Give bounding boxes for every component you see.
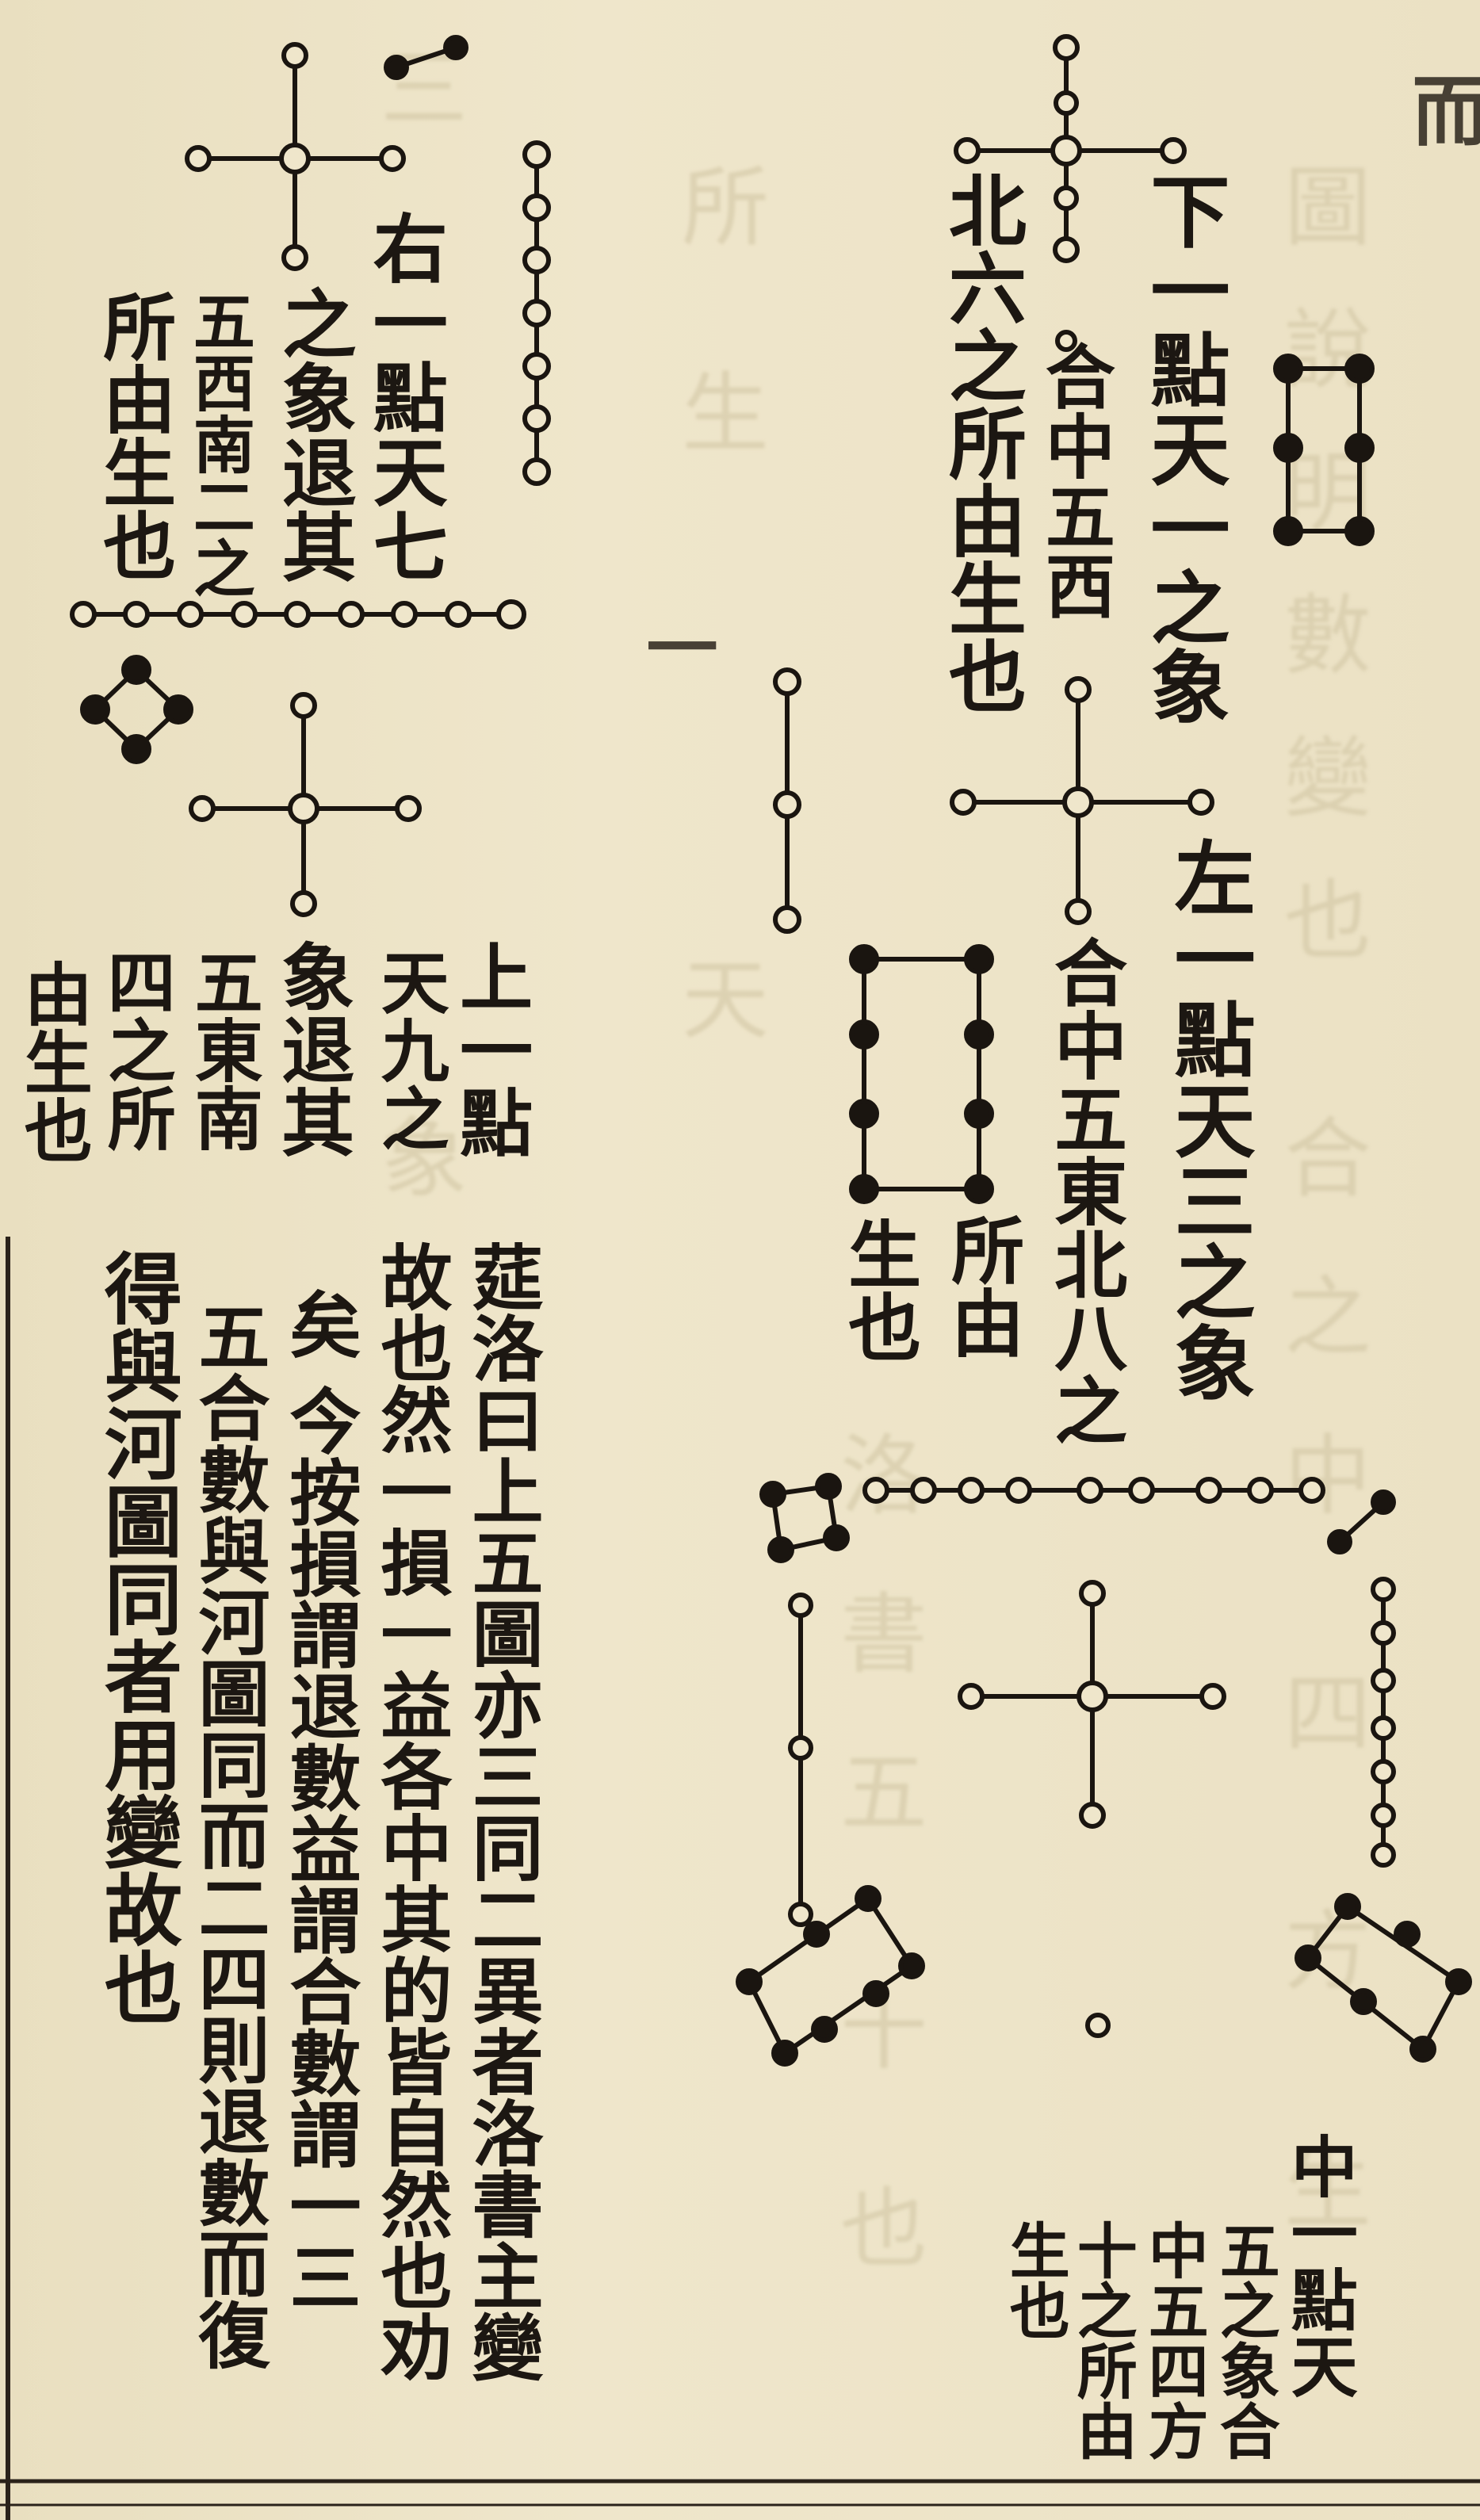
- three-circle-chain-left-border: [788, 1593, 813, 1927]
- svg-text:書: 書: [840, 1584, 927, 1685]
- seven-circle-chain-right-border: [1371, 1577, 1396, 1868]
- four-black-dot-diamond: [80, 655, 193, 764]
- svg-text:說: 說: [1284, 300, 1371, 401]
- svg-text:天: 天: [682, 950, 769, 1051]
- cross-diagram-north-east: [954, 34, 1187, 352]
- svg-text:也: 也: [1284, 870, 1371, 972]
- commentary-col3: 矣 今按損謂退數益謂合數謂一三: [277, 1288, 361, 2312]
- seven-circle-chain-left: [522, 140, 551, 486]
- caption-center-point-col2: 五之象合: [1209, 2220, 1280, 2461]
- caption-upper-point-col2: 天九之: [369, 947, 449, 1152]
- caption-right-point-col2: 之象退其: [269, 285, 357, 583]
- caption-lower-point-col3: 北六之所由生也: [935, 170, 1027, 714]
- svg-text:生: 生: [1284, 2139, 1371, 2240]
- svg-text:所: 所: [682, 157, 769, 258]
- svg-text:數: 數: [1284, 585, 1371, 686]
- black-dot-pair-corner: [1327, 1489, 1396, 1554]
- caption-left-point-col3: 所由: [939, 1213, 1025, 1359]
- svg-text:變: 變: [1284, 728, 1371, 829]
- nine-circle-chain-top-border: [862, 1477, 1325, 1504]
- caption-left-point-col2: 合中五東北八之: [1042, 935, 1128, 1446]
- caption-upper-point-col5: 四之所: [95, 947, 176, 1152]
- six-black-dot-parallelogram-left: [736, 1885, 925, 2067]
- svg-text:五: 五: [840, 1742, 927, 1844]
- commentary-col1: 莚洛曰上五圖亦三同二異者洛書主變: [459, 1241, 544, 2382]
- caption-center-point-col4: 十之所由: [1066, 2220, 1138, 2461]
- commentary-col4: 五合數與河圖同而二四則退數而復: [185, 1300, 270, 2370]
- caption-right-point-col3: 五西南二之: [182, 289, 255, 598]
- caption-center-point-col5: 生也: [999, 2220, 1070, 2340]
- page-border: [0, 1237, 1480, 2520]
- caption-center-point-col3: 中五四方: [1138, 2220, 1209, 2461]
- eight-black-dot-rectangle: [849, 944, 994, 1204]
- caption-lower-point-col2: 合中五西: [1034, 341, 1117, 620]
- commentary-col2: 故也然一損一益各中其的皆自然也劝: [368, 1241, 453, 2382]
- caption-left-point-col1: 左一點天三之象: [1161, 836, 1256, 1402]
- svg-text:洛: 洛: [840, 1425, 927, 1527]
- eight-black-dot-parallelogram-right: [1295, 1893, 1472, 2063]
- svg-text:四: 四: [1284, 1663, 1371, 1765]
- diagram-strokes: [70, 34, 1472, 2067]
- margin-rule-mark: 一: [633, 610, 718, 682]
- caption-right-point-col4: 所由生也: [90, 289, 177, 581]
- caption-right-point-col1: 右一點天七: [360, 210, 448, 583]
- caption-upper-point-col3: 象退其: [269, 939, 355, 1158]
- caption-upper-point-col1: 上一點: [447, 939, 533, 1158]
- svg-text:中: 中: [1284, 1425, 1371, 1527]
- svg-text:合: 合: [1284, 1108, 1371, 1210]
- cross-diagram-south-east: [950, 676, 1214, 925]
- six-black-dot-rectangle: [1273, 354, 1375, 546]
- cross-diagram-north-west: [185, 42, 406, 271]
- cross-diagram-center: [958, 1580, 1226, 2038]
- caption-upper-point-col4: 五東南: [182, 947, 263, 1152]
- page-title-fragment: 而: [1398, 71, 1480, 147]
- commentary-col5: 得與河圖同者用變故也: [90, 1249, 182, 2025]
- svg-text:生: 生: [682, 363, 769, 465]
- svg-text:圖: 圖: [1284, 157, 1371, 258]
- three-circle-chain-vertical: [773, 667, 801, 934]
- black-dot-pair-top-left: [384, 35, 468, 80]
- caption-left-point-col4: 生也: [836, 1217, 922, 1363]
- nine-circle-chain-horizontal: [70, 599, 526, 629]
- svg-text:也: 也: [840, 2178, 927, 2280]
- caption-center-point-col1: 中一點天: [1280, 2132, 1360, 2399]
- svg-text:象: 象: [381, 1108, 468, 1210]
- caption-lower-point-col1: 下一點天一之象: [1137, 170, 1230, 725]
- caption-upper-point-col6: 由生也: [12, 959, 93, 1164]
- svg-text:之: 之: [1284, 1267, 1371, 1368]
- four-black-dot-square-corner: [759, 1473, 850, 1563]
- cross-diagram-south-west: [189, 692, 422, 917]
